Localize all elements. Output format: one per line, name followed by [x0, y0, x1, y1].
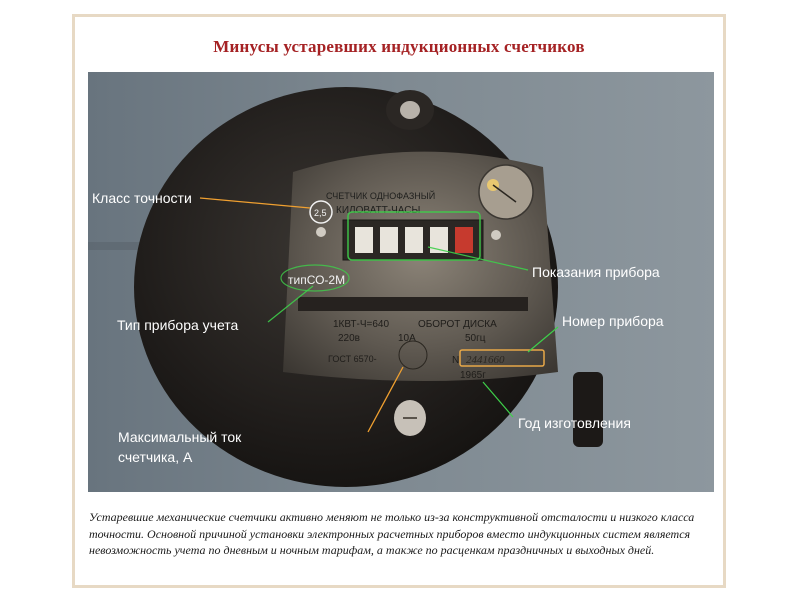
year-leader	[482, 381, 514, 418]
dial-needle	[492, 184, 517, 203]
serial-value: 2441660	[466, 354, 505, 366]
accuracy-class-value: 2,5	[314, 208, 327, 218]
spec-text: 1КВТ-Ч=640	[333, 319, 389, 330]
year-value: 1965г	[460, 370, 486, 381]
disk-label: ОБОРОТ ДИСКА	[418, 319, 497, 330]
face-screw-left-icon	[316, 227, 326, 237]
number-prefix: N	[452, 355, 459, 366]
label-meter-type: Тип прибора учета	[117, 317, 239, 333]
counter-digit	[355, 227, 373, 253]
counter-digit-red	[455, 227, 473, 253]
accuracy-class-circle	[309, 200, 333, 224]
article-frame: Минусы устаревших индукционных счетчиков	[72, 14, 726, 588]
meter-photo-svg: СЧЕТЧИК ОДНОФАЗНЫЙ КИЛОВАТТ-ЧАСЫ 2,5 тип…	[88, 72, 714, 492]
counter-digit	[405, 227, 423, 253]
type-highlight	[280, 264, 350, 292]
face-header-line2: КИЛОВАТТ-ЧАСЫ	[336, 205, 420, 216]
max-current-leader	[367, 366, 404, 433]
small-dial	[478, 164, 534, 220]
disk-slot	[298, 297, 528, 311]
current-text: 10А	[398, 333, 416, 344]
label-serial-number: Номер прибора	[562, 313, 664, 329]
article-caption: Устаревшие механические счетчики активно…	[89, 510, 695, 557]
readings-leader	[427, 246, 529, 271]
article-title: Минусы устаревших индукционных счетчиков	[213, 37, 585, 56]
accuracy-class-leader	[199, 197, 311, 209]
face-header-line1: СЧЕТЧИК ОДНОФАЗНЫЙ	[326, 190, 435, 201]
current-symbol	[398, 340, 428, 370]
readings-highlight	[347, 211, 481, 261]
serial-leader	[527, 326, 559, 353]
label-year-made: Год изготовления	[518, 415, 631, 431]
counter-digit	[430, 227, 448, 253]
meter-mount-bracket	[573, 372, 603, 447]
label-max-current-line1: Максимальный ток	[118, 429, 242, 445]
voltage-text: 220в	[338, 333, 360, 344]
gost-text: ГОСТ 6570-	[328, 354, 377, 364]
face-screw-right-icon	[491, 230, 501, 240]
label-accuracy-class: Класс точности	[92, 190, 192, 206]
meter-type-value: типСО-2М	[288, 273, 345, 287]
serial-highlight	[459, 349, 545, 367]
meter-photo: СЧЕТЧИК ОДНОФАЗНЫЙ КИЛОВАТТ-ЧАСЫ 2,5 тип…	[88, 72, 714, 492]
label-max-current-line2: счетчика, А	[118, 449, 193, 465]
frequency-text: 50гц	[465, 333, 486, 344]
counter-digit	[380, 227, 398, 253]
meter-type-leader	[267, 285, 314, 323]
top-screw-icon	[400, 101, 420, 119]
label-readings: Показания прибора	[532, 264, 660, 280]
